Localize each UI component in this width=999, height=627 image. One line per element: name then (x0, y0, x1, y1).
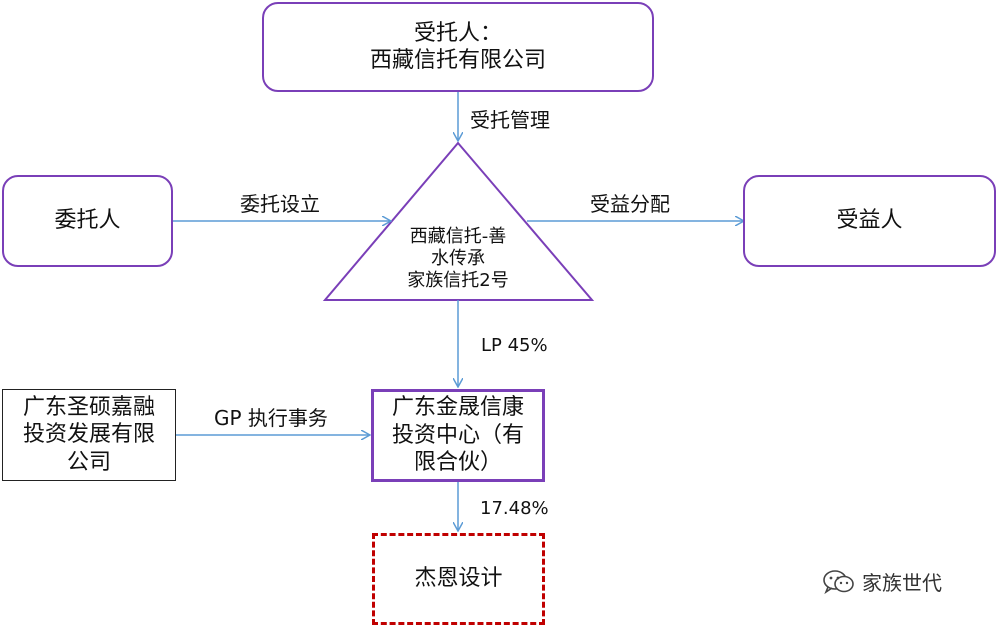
target-company-node: 杰恩设计 (372, 533, 545, 625)
entrust-setup-label: 委托设立 (240, 192, 320, 216)
watermark-text: 家族世代 (862, 571, 942, 595)
beneficiary-node: 受益人 (743, 175, 996, 267)
benefit-distribution-label: 受益分配 (590, 192, 670, 216)
trust-management-label: 受托管理 (470, 108, 550, 132)
watermark: 家族世代 (822, 567, 942, 596)
trustee-role-label: 受托人： (413, 20, 502, 46)
partnership-node: 广东金晟信康 投资中心（有 限合伙） (371, 389, 545, 482)
gp-company-line2: 投资发展有限 (22, 422, 155, 448)
trustee-name-label: 西藏信托有限公司 (369, 48, 546, 73)
trust-name-line3: 家族信托2号 (407, 269, 509, 291)
settlor-node: 委托人 (2, 175, 173, 267)
partnership-line1: 广东金晟信康 (391, 395, 524, 421)
trustee-node: 受托人： 西藏信托有限公司 (262, 2, 654, 92)
beneficiary-label: 受益人 (836, 208, 903, 234)
lp-share-label: LP 45% (481, 335, 548, 356)
gp-company-line1: 广东圣硕嘉融 (22, 394, 155, 420)
gp-company-node: 广东圣硕嘉融 投资发展有限 公司 (2, 389, 176, 481)
partnership-line2: 投资中心（有 (391, 422, 524, 448)
target-company-label: 杰恩设计 (414, 566, 503, 592)
gp-company-line3: 公司 (66, 449, 111, 475)
trust-name-line2: 水传承 (431, 247, 485, 269)
wechat-icon (823, 569, 854, 594)
partnership-line3: 限合伙） (413, 450, 502, 476)
holding-share-label: 17.48% (480, 498, 549, 519)
settlor-label: 委托人 (54, 208, 121, 234)
gp-execution-label: GP 执行事务 (214, 406, 328, 430)
trust-node-label: 西藏信托-善 水传承 家族信托2号 (378, 226, 538, 292)
trust-name-line1: 西藏信托-善 (409, 226, 507, 247)
